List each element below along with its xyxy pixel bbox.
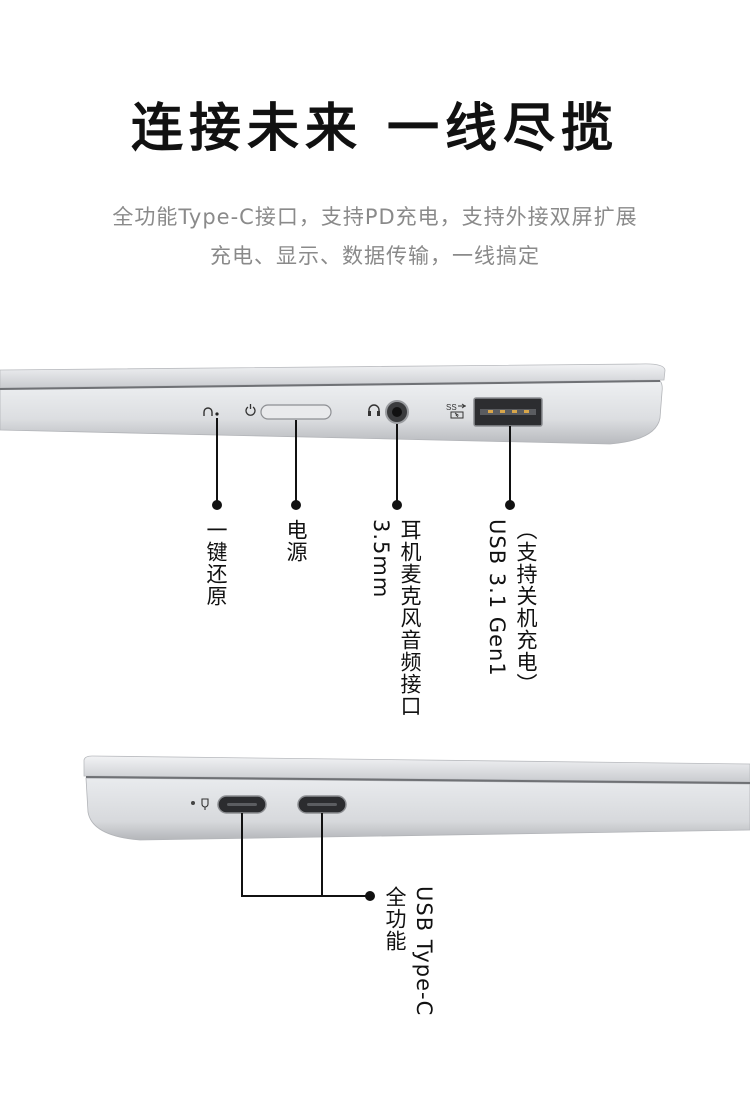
callout-typec: USB Type-C 全功能 [383, 886, 436, 1017]
callout-dots-top [212, 500, 515, 510]
power-icon [245, 404, 256, 416]
callout-typec-note: 全功能 [383, 886, 407, 952]
laptop-right-side: SS [0, 363, 666, 445]
subtitle-line-1: 全功能Type-C接口，支持PD充电，支持外接双屏扩展 [112, 205, 638, 229]
callout-audio-name: 耳机麦克风音频接口 [398, 519, 422, 717]
callout-usb-spec: USB 3.1 Gen1 [485, 519, 509, 677]
subtitle-line-2: 充电、显示、数据传输，一线搞定 [210, 244, 540, 268]
callout-usb: （支持关机充电） USB 3.1 Gen1 [485, 519, 538, 695]
callout-audio-spec: 3.5mm [369, 519, 393, 599]
svg-text:SS: SS [446, 403, 457, 412]
callout-typec-spec: USB Type-C [412, 886, 436, 1017]
callout-leaders-top [216, 418, 511, 504]
callout-dot-bottom [365, 891, 375, 901]
headset-icon [368, 404, 380, 416]
power-button[interactable] [260, 404, 332, 420]
usb-ss-charge-icon: SS [446, 403, 466, 419]
callout-leaders-bottom [241, 813, 368, 897]
callout-reset-label: 一键还原 [204, 519, 228, 607]
headphone-reset-icon [203, 407, 219, 416]
laptop-left-side [83, 755, 750, 841]
headline: 连接未来 一线尽揽 [130, 99, 620, 159]
callout-audio: 耳机麦克风音频接口 3.5mm [369, 519, 422, 717]
plug-charge-icon [201, 798, 209, 810]
callout-usb-note: （支持关机充电） [514, 519, 538, 695]
callout-power-label: 电源 [284, 519, 308, 563]
